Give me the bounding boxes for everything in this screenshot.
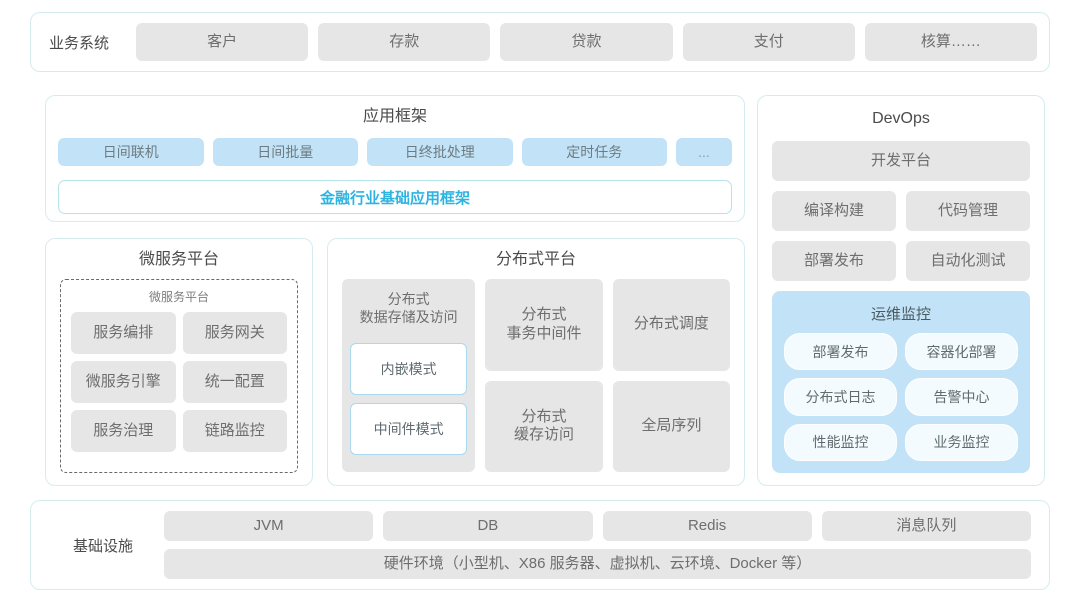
business-item-customer[interactable]: 客户 [136, 23, 309, 61]
distributed-platform-columns: 分布式 数据存储及访问 内嵌模式 中间件模式 分布式 事务中间件 分布式 缓存访… [342, 279, 730, 472]
infrastructure-items: JVM DB Redis 消息队列 [164, 511, 1031, 541]
distributed-storage-title-line1: 分布式 [387, 291, 430, 307]
distributed-platform-panel: 分布式平台 分布式 数据存储及访问 内嵌模式 中间件模式 分布式 事务中间件 [327, 238, 745, 486]
devops-title: DevOps [872, 110, 930, 127]
business-item-deposit[interactable]: 存款 [318, 23, 491, 61]
distributed-storage-title: 分布式 数据存储及访问 [350, 279, 467, 335]
ops-item-alert-center[interactable]: 告警中心 [905, 378, 1018, 416]
devops-content: 开发平台 编译构建 代码管理 部署发布 自动化测试 运维监控 部署发布 容器化部… [772, 141, 1030, 473]
infra-item-db[interactable]: DB [383, 511, 593, 541]
app-tag-daytime-online[interactable]: 日间联机 [58, 138, 204, 166]
distributed-platform-title: 分布式平台 [495, 251, 576, 268]
devops-grid: 编译构建 代码管理 部署发布 自动化测试 [772, 191, 1030, 281]
devops-item-automated-testing[interactable]: 自动化测试 [906, 241, 1030, 281]
infrastructure-content: JVM DB Redis 消息队列 硬件环境（小型机、X86 服务器、虚拟机、云… [164, 511, 1031, 579]
devops-item-dev-platform[interactable]: 开发平台 [772, 141, 1030, 181]
app-tag-eod-batch[interactable]: 日终批处理 [367, 138, 513, 166]
distributed-column-3: 分布式调度 全局序列 [612, 279, 730, 472]
dist-transaction-line1: 分布式 [521, 306, 567, 323]
microservice-platform-panel: 微服务平台 微服务平台 服务编排 服务网关 微服务引擎 统一配置 服务治理 链路… [45, 238, 313, 486]
dist-transaction-line2: 事务中间件 [506, 324, 582, 342]
dist-cache-line2: 缓存访问 [513, 426, 574, 444]
business-system-items: 客户 存款 贷款 支付 核算…… [136, 23, 1038, 61]
ops-item-business-monitoring[interactable]: 业务监控 [905, 423, 1018, 461]
storage-mode-embedded[interactable]: 内嵌模式 [350, 343, 468, 395]
distributed-storage-title-line2: 数据存储及访问 [359, 308, 458, 325]
dist-item-global-sequence[interactable]: 全局序列 [612, 380, 730, 472]
ops-monitoring-panel: 运维监控 部署发布 容器化部署 分布式日志 告警中心 性能监控 业务监控 [772, 291, 1030, 473]
micro-item-service-governance[interactable]: 服务治理 [71, 410, 176, 452]
microservice-platform-title: 微服务平台 [138, 251, 219, 268]
micro-item-unified-config[interactable]: 统一配置 [182, 361, 287, 403]
devops-item-code-management[interactable]: 代码管理 [906, 191, 1030, 231]
devops-item-compile-build[interactable]: 编译构建 [772, 191, 896, 231]
micro-item-link-monitoring[interactable]: 链路监控 [182, 410, 287, 452]
ops-item-distributed-logging[interactable]: 分布式日志 [784, 378, 897, 416]
microservice-platform-grid: 服务编排 服务网关 微服务引擎 统一配置 服务治理 链路监控 [71, 312, 287, 452]
ops-monitoring-title: 运维监控 [870, 306, 931, 323]
infra-item-message-queue[interactable]: 消息队列 [821, 511, 1031, 541]
ops-item-containerized-deploy[interactable]: 容器化部署 [905, 333, 1018, 371]
business-item-loan[interactable]: 贷款 [500, 23, 673, 61]
dist-item-cache-access[interactable]: 分布式 缓存访问 [485, 380, 603, 472]
ops-item-deploy-release[interactable]: 部署发布 [784, 333, 897, 371]
infra-item-jvm[interactable]: JVM [164, 511, 374, 541]
ops-monitoring-grid: 部署发布 容器化部署 分布式日志 告警中心 性能监控 业务监控 [784, 333, 1018, 461]
dist-item-transaction-middleware[interactable]: 分布式 事务中间件 [485, 279, 603, 371]
app-tag-daytime-batch[interactable]: 日间批量 [212, 138, 358, 166]
microservice-platform-inner-title: 微服务平台 [148, 290, 209, 304]
storage-mode-middleware[interactable]: 中间件模式 [350, 403, 468, 455]
app-tag-scheduled-task[interactable]: 定时任务 [521, 138, 667, 166]
finance-base-framework-bar[interactable]: 金融行业基础应用框架 [58, 180, 732, 214]
microservice-platform-inner-box: 微服务平台 服务编排 服务网关 微服务引擎 统一配置 服务治理 链路监控 [60, 279, 298, 473]
application-framework-panel: 应用框架 日间联机 日间批量 日终批处理 定时任务 ... 金融行业基础应用框架 [45, 95, 745, 222]
micro-item-microservice-engine[interactable]: 微服务引擎 [71, 361, 176, 403]
infra-item-hardware-environment[interactable]: 硬件环境（小型机、X86 服务器、虚拟机、云环境、Docker 等） [164, 549, 1031, 579]
application-framework-tags: 日间联机 日间批量 日终批处理 定时任务 ... [58, 138, 732, 166]
devops-panel: DevOps 开发平台 编译构建 代码管理 部署发布 自动化测试 运维监控 部署… [757, 95, 1045, 486]
infrastructure-panel: 基础设施 JVM DB Redis 消息队列 硬件环境（小型机、X86 服务器、… [30, 500, 1050, 590]
business-system-panel: 业务系统 客户 存款 贷款 支付 核算…… [30, 12, 1050, 72]
app-tag-more[interactable]: ... [676, 138, 732, 166]
infra-item-redis[interactable]: Redis [602, 511, 812, 541]
dist-cache-line1: 分布式 [521, 407, 567, 425]
business-item-accounting[interactable]: 核算…… [864, 23, 1038, 61]
business-system-label: 业务系统 [49, 34, 110, 52]
ops-item-performance-monitoring[interactable]: 性能监控 [784, 423, 897, 461]
micro-item-service-gateway[interactable]: 服务网关 [182, 312, 287, 354]
distributed-column-2: 分布式 事务中间件 分布式 缓存访问 [485, 279, 603, 472]
business-item-payment[interactable]: 支付 [682, 23, 855, 61]
devops-item-deploy-release[interactable]: 部署发布 [772, 241, 896, 281]
infrastructure-label: 基础设施 [73, 537, 134, 555]
dist-item-scheduling[interactable]: 分布式调度 [612, 279, 730, 371]
distributed-storage-group[interactable]: 分布式 数据存储及访问 内嵌模式 中间件模式 [342, 279, 476, 472]
application-framework-title: 应用框架 [362, 108, 427, 125]
micro-item-service-orchestration[interactable]: 服务编排 [71, 312, 176, 354]
